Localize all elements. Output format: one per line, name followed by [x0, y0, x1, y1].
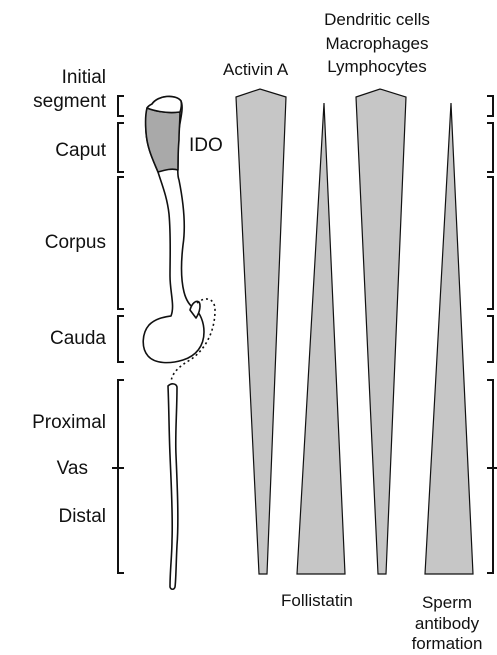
- label-macrophages: Macrophages: [302, 34, 452, 54]
- bracket-vas: [112, 380, 124, 573]
- label-activin-a: Activin A: [223, 60, 288, 80]
- initial-segment-cap: [147, 96, 181, 112]
- epididymis-organ: [143, 96, 215, 589]
- label-corpus: Corpus: [45, 232, 106, 254]
- right-bracket-cauda: [487, 316, 493, 362]
- label-formation: formation: [399, 634, 495, 654]
- bracket-corpus: [118, 177, 124, 309]
- bracket-cauda: [118, 316, 124, 362]
- label-lymphocytes: Lymphocytes: [302, 57, 452, 77]
- ido-region: [146, 108, 180, 172]
- sperm-antibody-wedge: [425, 103, 473, 574]
- right-bracket-corpus: [487, 177, 493, 309]
- gradient-wedges: [236, 89, 473, 574]
- follistatin-wedge: [297, 103, 345, 574]
- label-sperm: Sperm: [399, 593, 495, 613]
- label-cauda: Cauda: [50, 328, 106, 350]
- right-bracket-initial-segment: [487, 96, 493, 116]
- immune-cells-wedge: [356, 89, 406, 574]
- label-proximal: Proximal: [32, 412, 106, 434]
- left-brackets: [112, 96, 124, 573]
- label-distal: Distal: [58, 506, 106, 528]
- label-initial: Initial: [62, 67, 106, 89]
- label-dendritic-cells: Dendritic cells: [302, 10, 452, 30]
- label-caput: Caput: [55, 140, 106, 162]
- activin-wedge: [236, 89, 286, 574]
- label-follistatin: Follistatin: [281, 591, 353, 611]
- bracket-initial-segment: [118, 96, 124, 116]
- right-brackets: [487, 96, 497, 573]
- label-ido: IDO: [189, 135, 223, 157]
- label-segment: segment: [33, 91, 106, 113]
- bracket-caput: [118, 123, 124, 172]
- vas-deferens: [168, 384, 178, 589]
- label-antibody: antibody: [399, 614, 495, 634]
- right-bracket-vas: [487, 380, 497, 573]
- right-bracket-caput: [487, 123, 493, 172]
- label-vas: Vas: [57, 458, 88, 480]
